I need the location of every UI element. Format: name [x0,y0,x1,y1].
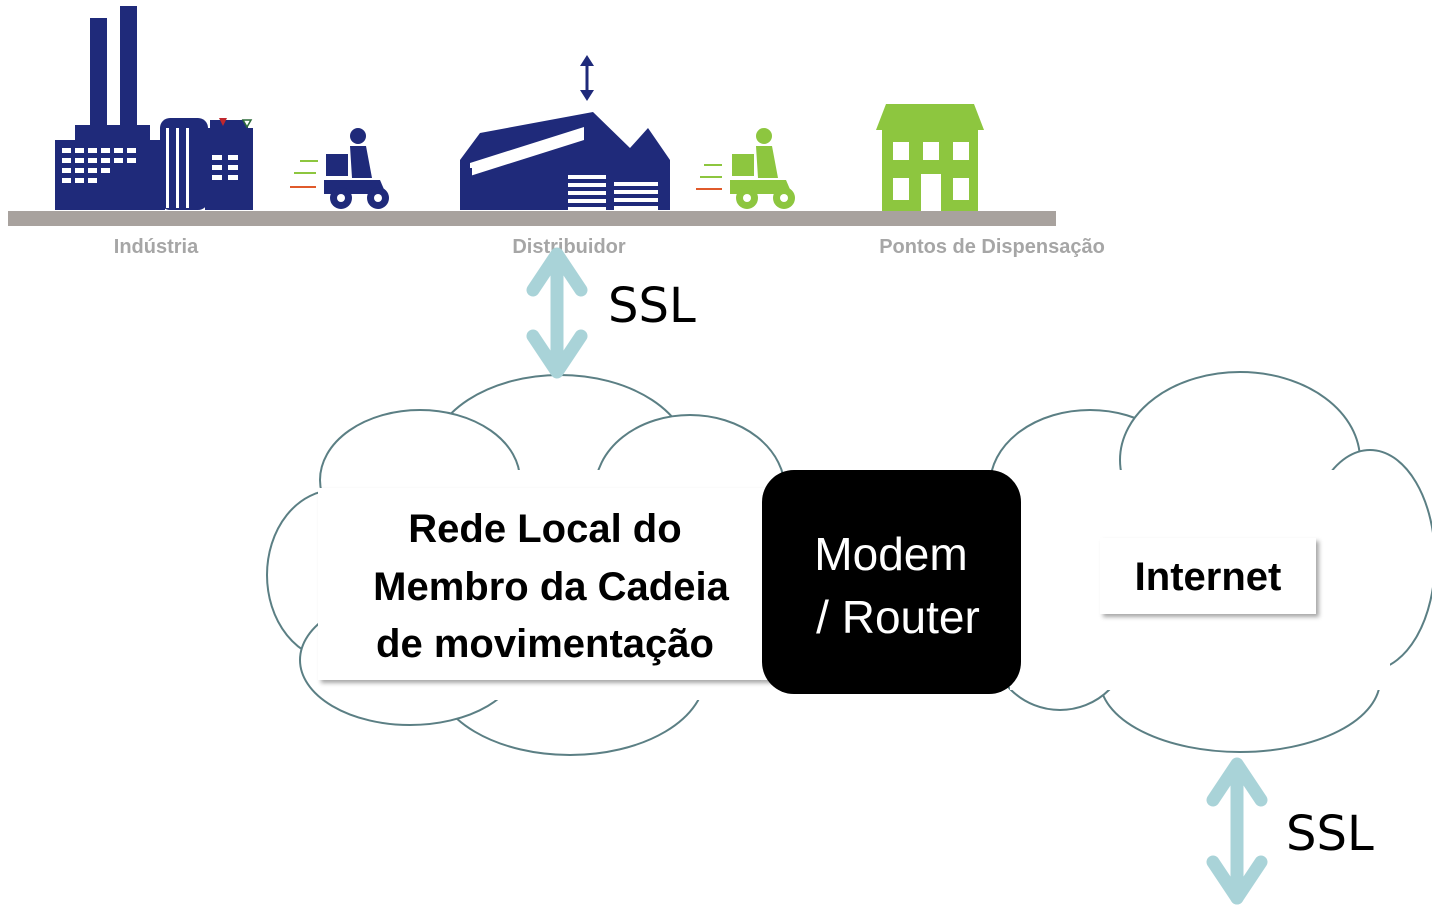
ground-line [8,211,1056,226]
warehouse-icon [460,55,670,210]
local-network-box [318,488,770,680]
stage-label-distribuidor: Distribuidor [512,236,626,258]
modem-router-box [762,470,1021,694]
delivery-scooter-icon [696,128,795,209]
delivery-scooter-icon [290,128,389,209]
local-network-line-2: Membro da Cadeia [373,565,729,609]
modem-label-line-2: / Router [816,591,980,643]
modem-label-line-1: Modem [814,528,967,580]
ssl-arrow-bottom [1206,757,1268,905]
pharmacy-building-icon [876,104,984,212]
stage-label-industria: Indústria [114,236,199,258]
internet-label: Internet [1135,555,1282,599]
ssl-arrow-top [526,247,588,379]
internet-box [1100,538,1316,614]
factory-icon [55,6,253,210]
ssl-label-top: SSL [608,278,696,334]
stage-label-pontos-de-dispensacao: Pontos de Dispensação [879,236,1105,258]
ssl-label-bottom: SSL [1286,806,1374,862]
local-network-line-1: Rede Local do [408,507,681,551]
local-network-line-3: de movimentação [376,622,714,666]
